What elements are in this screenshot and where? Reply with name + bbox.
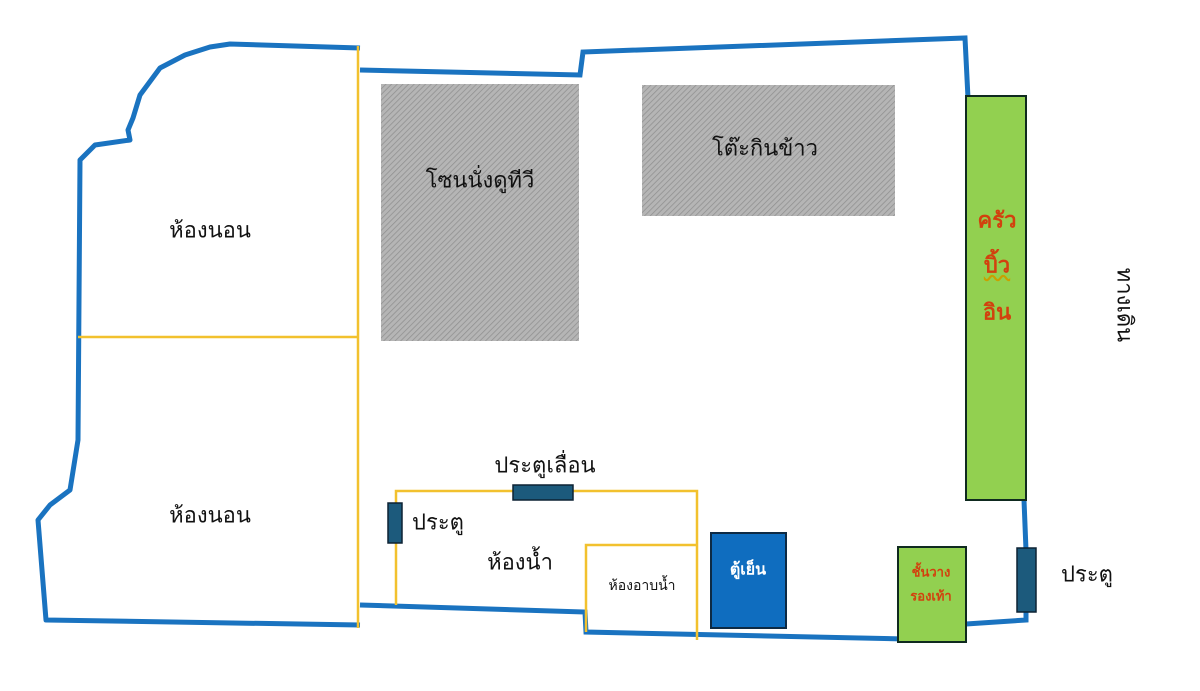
sliding-door xyxy=(512,484,574,501)
kitchen-counter xyxy=(965,95,1027,501)
bedroom-top-label: ห้องนอน xyxy=(169,218,251,244)
entrance-door-label: ประตู xyxy=(1061,562,1113,588)
dining-table-label: โต๊ะกินข้าว xyxy=(711,136,819,162)
kitchen-label-3: อิน xyxy=(982,300,1012,326)
tv-zone-label: โซนนั่งดูทีวี xyxy=(425,168,535,194)
shoe-shelf xyxy=(897,546,967,643)
entrance-door xyxy=(1016,547,1037,613)
outer-wall-bottom xyxy=(359,602,951,643)
shoe-shelf-label-2: รองเท้า xyxy=(910,589,952,605)
tv-zone xyxy=(381,84,579,341)
bathroom-door-label: ประตู xyxy=(412,510,464,536)
shoe-shelf-label-1: ชั้นวาง xyxy=(911,565,951,581)
outer-wall-left xyxy=(35,41,361,628)
fridge-label: ตู้เย็น xyxy=(729,559,767,579)
walkway-label: ทางเดิน xyxy=(1111,267,1137,343)
outer-wall-top xyxy=(359,35,971,99)
bathroom-label: ห้องน้ำ xyxy=(487,550,553,576)
shower-room-label: ห้องอาบน้ำ xyxy=(608,578,676,594)
outer-wall-right xyxy=(965,499,1029,627)
bedroom-bottom-label: ห้องนอน xyxy=(169,503,251,529)
kitchen-label-2: บิ้ว xyxy=(983,253,1011,279)
sliding-door-label: ประตูเลื่อน xyxy=(494,453,596,479)
dining-table xyxy=(642,85,895,216)
kitchen-label-1: ครัว xyxy=(977,208,1017,234)
bathroom-door xyxy=(387,502,403,544)
fridge xyxy=(710,532,787,629)
